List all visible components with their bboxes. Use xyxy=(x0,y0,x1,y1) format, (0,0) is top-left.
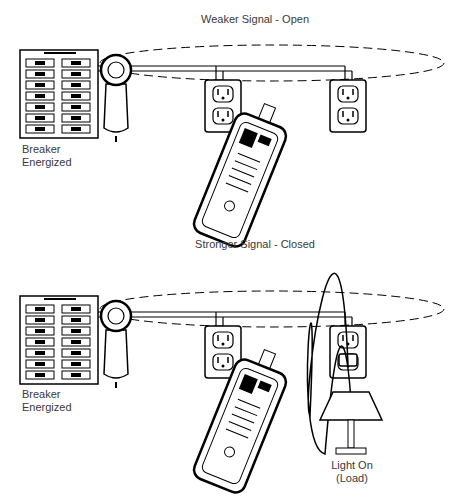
signal-loop xyxy=(100,45,444,81)
signal-tester xyxy=(191,96,295,250)
breaker-panel xyxy=(20,296,98,384)
panel-note: Breaker Energized xyxy=(22,143,86,169)
clamp-meter xyxy=(101,301,131,388)
panel-heading: Stronger Signal - Closed xyxy=(155,238,355,251)
open-circuit-scene xyxy=(20,45,444,249)
breaker-panel xyxy=(20,50,98,138)
clamp-meter xyxy=(101,55,131,142)
closed-circuit-scene xyxy=(20,273,444,495)
outlet xyxy=(330,80,366,132)
signal-tester xyxy=(191,342,295,496)
lamp-load xyxy=(307,273,382,454)
panel-heading: Weaker Signal - Open xyxy=(155,13,355,26)
signal-loop xyxy=(100,291,444,327)
panel-note: Breaker Energized xyxy=(22,388,86,414)
load-label: Light On (Load) xyxy=(321,459,383,485)
